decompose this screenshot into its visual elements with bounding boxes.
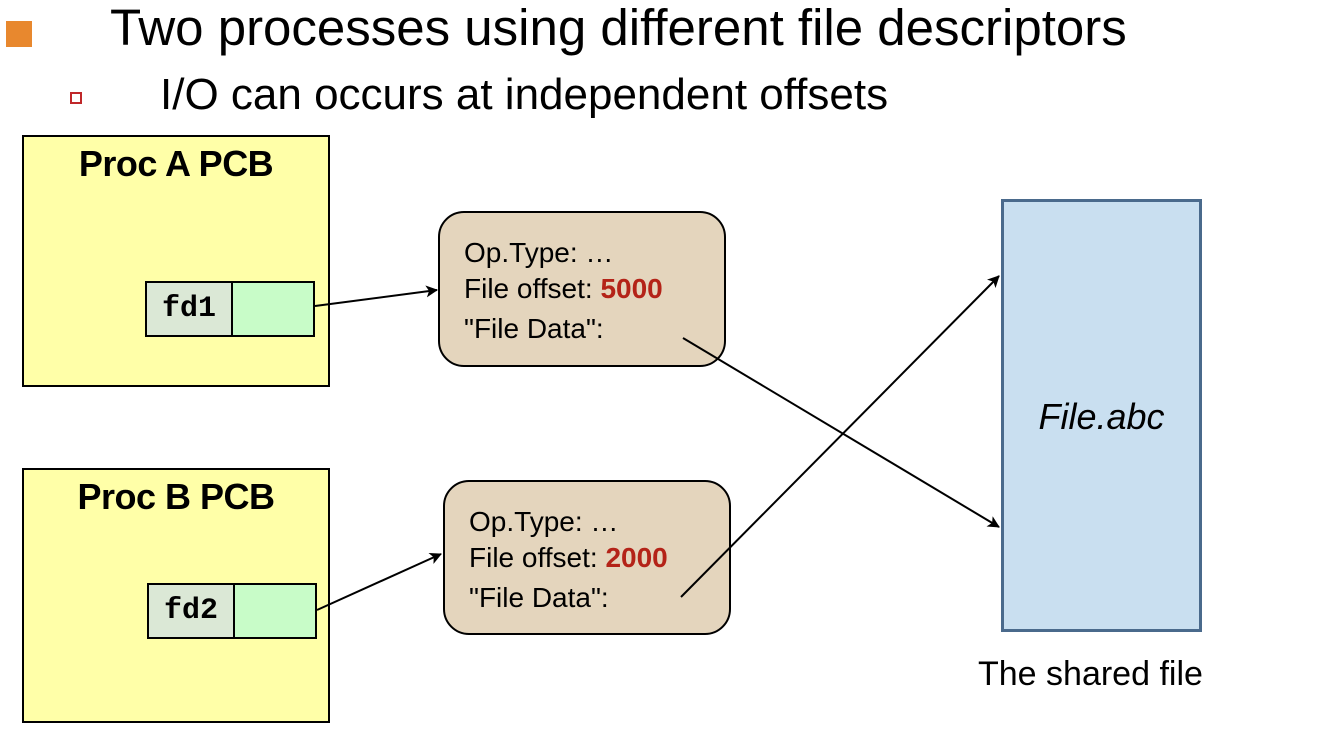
sub-bullet-icon	[70, 92, 82, 104]
main-bullet-icon	[6, 21, 32, 47]
fd2-pointer-slot	[235, 585, 315, 637]
open-file-a-offset-value: 5000	[600, 273, 663, 304]
shared-file-box: File.abc	[1001, 199, 1202, 632]
open-file-b-op-type: Op.Type: …	[469, 506, 619, 537]
fd1-pointer-slot	[233, 283, 313, 335]
open-file-b-file-data: "File Data":	[469, 582, 609, 613]
fd2-to-open-file-b-arrow	[316, 553, 442, 611]
shared-file-caption: The shared file	[978, 655, 1203, 693]
open-file-entry-a: Op.Type: … File offset: 5000 "File Data"…	[438, 211, 726, 367]
sub-heading: I/O can occurs at independent offsets	[160, 70, 889, 119]
fd2-entry: fd2	[147, 583, 317, 639]
open-file-entry-b: Op.Type: … File offset: 2000 "File Data"…	[443, 480, 731, 635]
open-file-a-to-file-arrow	[682, 337, 1000, 528]
main-heading: Two processes using different file descr…	[110, 0, 1127, 56]
fd1-entry: fd1	[145, 281, 315, 337]
proc-b-title: Proc B PCB	[77, 476, 275, 517]
open-file-a-offset: File offset: 5000	[464, 273, 663, 305]
open-file-b-offset-value: 2000	[605, 542, 668, 573]
file-name: File.abc	[1038, 396, 1165, 437]
proc-a-pcb: Proc A PCB	[22, 135, 330, 387]
open-file-a-file-data: "File Data":	[464, 313, 604, 344]
proc-a-title: Proc A PCB	[78, 143, 274, 184]
open-file-b-offset: File offset: 2000	[469, 542, 668, 574]
fd1-label: fd1	[147, 283, 233, 335]
open-file-a-op-type: Op.Type: …	[464, 237, 614, 268]
fd1-to-open-file-a-arrow	[314, 285, 438, 307]
open-file-a-offset-label: File offset:	[464, 273, 601, 304]
open-file-b-offset-label: File offset:	[469, 542, 606, 573]
fd2-label: fd2	[149, 585, 235, 637]
